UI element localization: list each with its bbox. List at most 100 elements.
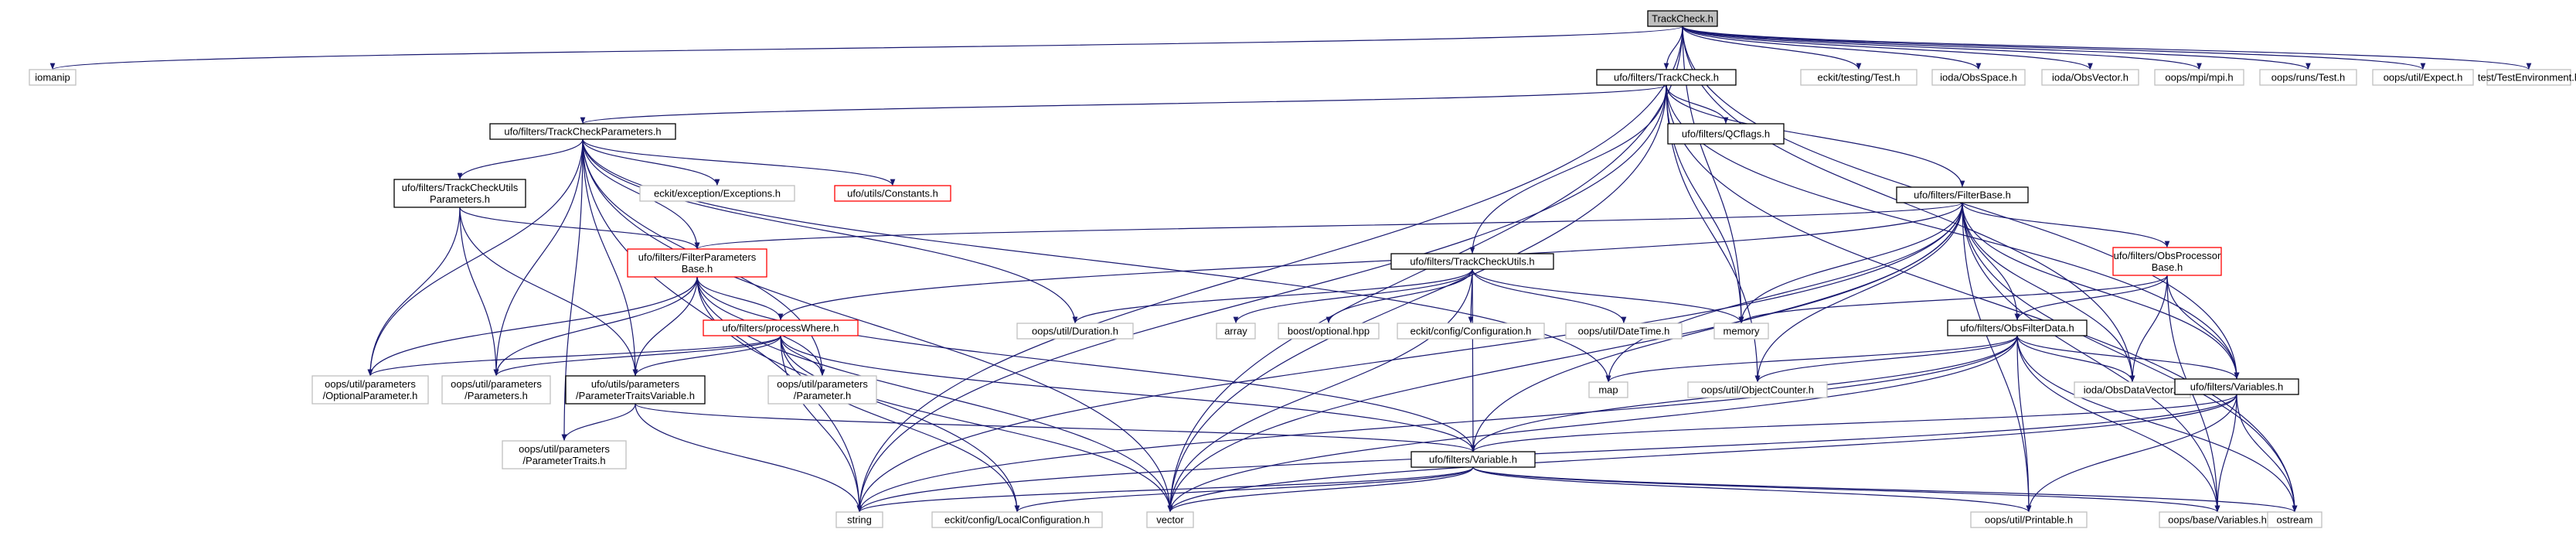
edge-processwhere-to-parameters_h bbox=[493, 335, 781, 377]
edge-processwhere-to-parameter_h bbox=[780, 335, 825, 377]
edge-trackcheck_root-to-test_env bbox=[1682, 26, 2532, 70]
node-processwhere[interactable]: ufo/filters/processWhere.h bbox=[703, 319, 859, 336]
node-label: oops/util/Expect.h bbox=[2384, 72, 2463, 84]
edge-ufo_trackcheck_h-to-string bbox=[856, 84, 1667, 513]
node-parametertraits: oops/util/parameters/ParameterTraits.h bbox=[502, 440, 627, 469]
edge-processwhere-to-variable_ufo bbox=[780, 335, 1476, 452]
edge-obsfilterdata-to-obsdatavector bbox=[2016, 335, 2135, 383]
node-label: oops/util/Printable.h bbox=[1985, 514, 2073, 526]
node-array: array bbox=[1216, 323, 1256, 340]
edge-ptv-to-variable_ufo bbox=[635, 403, 1476, 452]
node-label: TrackCheck.h bbox=[1652, 13, 1713, 25]
node-label: oops/runs/Test.h bbox=[2271, 72, 2345, 84]
node-variables_ufo[interactable]: ufo/filters/Variables.h bbox=[2174, 378, 2299, 395]
node-box bbox=[1596, 69, 1737, 86]
node-label: eckit/config/Configuration.h bbox=[1411, 326, 1532, 337]
edge-trackcheck_root-to-oops_runs_test bbox=[1682, 26, 2311, 70]
node-oops_runs_test: oops/runs/Test.h bbox=[2259, 69, 2357, 86]
node-label: ufo/utils/parameters bbox=[591, 378, 680, 390]
node-label: test/TestEnvironment.h bbox=[2478, 72, 2576, 84]
node-box bbox=[1390, 253, 1554, 270]
node-trackcheckutils[interactable]: ufo/filters/TrackCheckUtils.h bbox=[1390, 253, 1554, 270]
edge-filterbase-to-oops_variables bbox=[1962, 202, 2220, 513]
node-box bbox=[1647, 10, 1718, 27]
edge-filterbase-to-obsprocessorbase bbox=[1962, 202, 2170, 248]
edge-variables_ufo-to-string bbox=[856, 394, 2237, 513]
edge-tcu_params-to-filterparamsbase bbox=[459, 207, 700, 250]
edge-ufo_trackcheck_h-to-qcflags bbox=[1666, 84, 1729, 125]
node-qcflags[interactable]: ufo/filters/QCflags.h bbox=[1667, 123, 1785, 145]
node-trackcheck_root[interactable]: TrackCheck.h bbox=[1647, 10, 1718, 27]
edge-processwhere-to-string bbox=[780, 335, 863, 513]
edge-trackcheckparams-to-ptv bbox=[582, 138, 638, 377]
edge-trackcheckparams-to-oops_duration bbox=[582, 138, 1078, 324]
node-ufo_trackcheck_h[interactable]: ufo/filters/TrackCheck.h bbox=[1596, 69, 1737, 86]
node-box bbox=[2041, 69, 2139, 86]
node-box bbox=[2154, 69, 2244, 86]
node-label: map bbox=[1598, 384, 1618, 396]
node-label: Base.h bbox=[682, 263, 713, 275]
edge-ufo_trackcheck_h-to-ostream bbox=[1666, 84, 2298, 513]
edge-obsfilterdata-to-objectcounter bbox=[1754, 335, 2018, 383]
edge-ufo_trackcheck_h-to-trackcheckutils bbox=[1469, 84, 1667, 254]
node-ufo_constants[interactable]: ufo/utils/Constants.h bbox=[834, 185, 951, 202]
node-box bbox=[1687, 381, 1828, 398]
edge-trackcheck_root-to-ioda_obsspace bbox=[1682, 26, 1982, 70]
edge-trackcheckparams-to-vector bbox=[582, 138, 1173, 513]
node-box bbox=[1565, 323, 1683, 340]
edge-obsfilterdata-to-map bbox=[1605, 335, 2018, 383]
node-eckit_exceptions: eckit/exception/Exceptions.h bbox=[639, 185, 795, 202]
edge-variable_ufo-to-vector bbox=[1167, 466, 1474, 513]
edge-trackcheckparams-to-parameters_h bbox=[493, 138, 584, 377]
node-box bbox=[1411, 451, 1536, 468]
edge-filterparamsbase-to-optionalparameter bbox=[367, 276, 698, 377]
node-iomanip: iomanip bbox=[29, 69, 77, 86]
node-ioda_obsspace: ioda/ObsSpace.h bbox=[1931, 69, 2026, 86]
node-objectcounter: oops/util/ObjectCounter.h bbox=[1687, 381, 1828, 398]
node-label: ioda/ObsVector.h bbox=[2052, 72, 2129, 84]
node-box bbox=[1146, 511, 1194, 528]
edge-trackcheck_root-to-ioda_obsvector bbox=[1682, 26, 2093, 70]
edge-obsfilterdata-to-oops_variables bbox=[2016, 335, 2220, 513]
node-label: ufo/filters/TrackCheckUtils bbox=[402, 182, 519, 193]
edge-trackcheckparams-to-optionalparameter bbox=[367, 138, 584, 377]
edge-obsprocessorbase-to-obsfilterdata bbox=[2014, 275, 2168, 321]
edge-trackcheck_root-to-eckit_testing_test bbox=[1682, 26, 1862, 70]
node-label: ufo/utils/Constants.h bbox=[847, 188, 938, 200]
node-printable: oops/util/Printable.h bbox=[1970, 511, 2088, 528]
node-box bbox=[502, 440, 627, 469]
node-oops_util_expect: oops/util/Expect.h bbox=[2372, 69, 2474, 86]
node-filterbase[interactable]: ufo/filters/FilterBase.h bbox=[1896, 186, 2029, 203]
edge-filterbase-to-processwhere bbox=[778, 202, 1963, 321]
node-parameters_h: oops/util/parameters/Parameters.h bbox=[441, 375, 551, 405]
node-label: /ParameterTraits.h bbox=[522, 455, 605, 466]
node-label: Base.h bbox=[2152, 261, 2183, 273]
edge-variable_ufo-to-ostream bbox=[1472, 466, 2298, 513]
node-variable_ufo[interactable]: ufo/filters/Variable.h bbox=[1411, 451, 1536, 468]
node-box bbox=[1397, 323, 1545, 340]
node-obsfilterdata[interactable]: ufo/filters/ObsFilterData.h bbox=[1947, 319, 2088, 336]
node-label: oops/util/ObjectCounter.h bbox=[1701, 384, 1814, 396]
node-box bbox=[441, 375, 551, 405]
node-box bbox=[1970, 511, 2088, 528]
edge-variable_ufo-to-string bbox=[856, 466, 1474, 513]
node-box bbox=[1216, 323, 1256, 340]
edge-variables_ufo-to-ostream bbox=[2236, 394, 2298, 513]
node-label: eckit/exception/Exceptions.h bbox=[654, 188, 781, 200]
node-memory: memory bbox=[1713, 323, 1769, 340]
edge-obsfilterdata-to-vector bbox=[1167, 335, 2018, 513]
node-label: oops/util/parameters bbox=[519, 443, 610, 455]
node-ptv[interactable]: ufo/utils/parameters/ParameterTraitsVari… bbox=[565, 375, 706, 405]
edge-variables_ufo-to-oops_variables bbox=[2214, 394, 2237, 513]
edge-obsfilterdata-to-ostream bbox=[2016, 335, 2298, 513]
node-box bbox=[489, 123, 676, 140]
node-box bbox=[627, 248, 767, 278]
node-label: ioda/ObsSpace.h bbox=[1940, 72, 2017, 84]
node-box bbox=[1016, 323, 1134, 340]
node-oops_variables: oops/base/Variables.h bbox=[2159, 511, 2276, 528]
node-trackcheckparams[interactable]: ufo/filters/TrackCheckParameters.h bbox=[489, 123, 676, 140]
edge-processwhere-to-ptv bbox=[632, 335, 781, 377]
